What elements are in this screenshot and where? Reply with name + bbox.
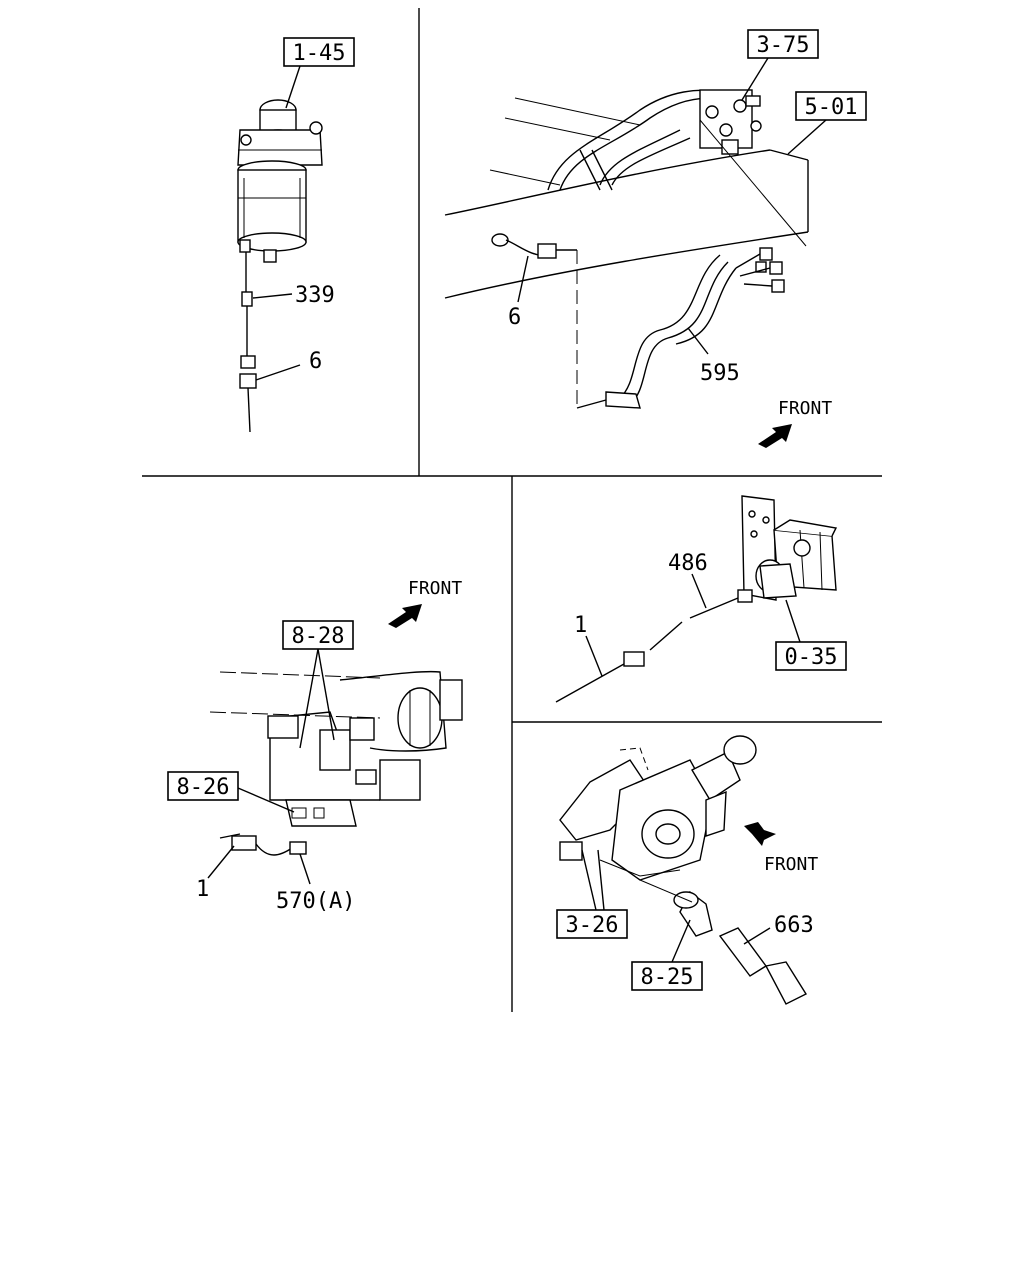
front-indicator-1: FRONT	[758, 398, 832, 448]
panel-throttle-body: FRONT 8-28 8-26 1 570(A)	[167, 578, 463, 914]
num-6-a-label: 6	[309, 349, 322, 374]
callout-1-a: 1	[196, 845, 235, 902]
ref-3-26-label: 3-26	[566, 913, 619, 938]
panel-fuel-filter: 1-45 339 6	[237, 37, 355, 433]
callout-595: 595	[687, 327, 740, 386]
callout-8-28: 8-28	[282, 620, 354, 749]
front-1-label: FRONT	[778, 398, 832, 419]
callout-663: 663	[743, 913, 814, 945]
front-arrow-1-icon	[758, 424, 792, 448]
callout-486: 486	[668, 551, 708, 609]
ref-1-45-label: 1-45	[293, 41, 346, 66]
pump-sensor-drawing	[559, 735, 808, 1005]
callout-5-01: 5-01	[787, 91, 867, 155]
throttle-body-drawing	[209, 670, 463, 856]
front-3-label: FRONT	[764, 854, 818, 875]
callout-0-35: 0-35	[775, 599, 847, 671]
ref-8-26-label: 8-26	[177, 775, 230, 800]
ref-0-35-label: 0-35	[785, 645, 838, 670]
callout-8-26: 8-26	[167, 771, 295, 813]
num-570a-label: 570(A)	[276, 889, 355, 914]
callout-3-75: 3-75	[741, 29, 819, 101]
callout-6-b: 6	[508, 255, 529, 330]
panel-dividers	[142, 8, 882, 1012]
panel-switch-bracket: 486 1 0-35	[555, 495, 847, 703]
front-indicator-2: FRONT	[388, 578, 462, 628]
callout-6-a: 6	[255, 349, 322, 381]
front-arrow-3-icon	[744, 822, 776, 846]
front-indicator-3: FRONT	[744, 822, 818, 875]
switch-bracket-drawing	[555, 495, 838, 703]
callout-3-26: 3-26	[556, 849, 628, 939]
panel-frame-harness: 3-75 5-01 6 595 FRONT	[444, 29, 867, 448]
callout-8-25: 8-25	[631, 919, 703, 991]
num-595-label: 595	[700, 361, 740, 386]
frame-rail-drawing	[444, 89, 809, 409]
num-1-b-label: 1	[574, 613, 587, 638]
callout-339: 339	[252, 283, 335, 308]
num-6-b-label: 6	[508, 305, 521, 330]
callout-1-45: 1-45	[283, 37, 355, 109]
ref-8-25-label: 8-25	[641, 965, 694, 990]
num-1-a-label: 1	[196, 877, 209, 902]
ref-5-01-label: 5-01	[805, 95, 858, 120]
front-2-label: FRONT	[408, 578, 462, 599]
callout-1-b: 1	[574, 613, 603, 677]
front-arrow-2-icon	[388, 604, 422, 628]
num-486-label: 486	[668, 551, 708, 576]
ref-3-75-label: 3-75	[757, 33, 810, 58]
ref-8-28-label: 8-28	[292, 624, 345, 649]
panel-pressure-sensor: FRONT 3-26 8-25 663	[556, 735, 818, 1005]
fuel-filter-drawing	[237, 99, 323, 433]
callout-570a: 570(A)	[276, 853, 355, 914]
num-339-label: 339	[295, 283, 335, 308]
num-663-label: 663	[774, 913, 814, 938]
